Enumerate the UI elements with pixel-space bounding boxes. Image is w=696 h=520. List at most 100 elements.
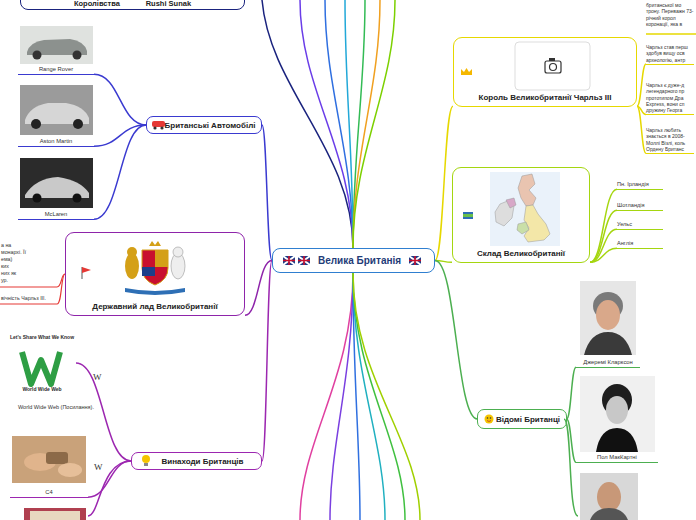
uk-map — [524, 205, 550, 242]
image-placeholder — [550, 64, 557, 71]
smiley-icon — [490, 417, 492, 419]
cut-note: них як — [1, 270, 16, 277]
image-caption: Aston Martin — [18, 83, 94, 147]
branch-line — [300, 0, 353, 248]
branch-connector — [435, 261, 477, 420]
flag-icon — [82, 267, 91, 279]
cut-note: а на — [1, 242, 11, 249]
node-text: World Wide Web — [22, 386, 61, 392]
node-text: Британські Автомобілі — [165, 121, 256, 130]
logo-box: Let's Share What We KnowWorld Wide Web — [8, 334, 76, 392]
car-photo — [20, 158, 93, 208]
node-text: Шотландія — [617, 202, 663, 209]
uk-flag — [298, 256, 310, 265]
flag-icon — [82, 267, 91, 273]
branch-line — [353, 273, 385, 520]
branch-line — [353, 273, 405, 520]
branch-line — [88, 461, 131, 516]
www-logo — [22, 352, 60, 384]
node-text: Винаходи Британців — [161, 457, 243, 466]
image-caption: Джеремі Кларксон — [576, 278, 640, 368]
branch-box: Винаходи Британців — [131, 452, 262, 470]
image-caption: Пол МакКартні — [576, 373, 658, 463]
car-photo — [20, 85, 93, 135]
car-photo — [33, 51, 42, 60]
branch-line — [300, 273, 353, 520]
smiley-icon — [487, 417, 489, 419]
node-text: Чарльз став перш здобув вищу осв археоло… — [646, 44, 694, 63]
node-text: Велика Британія — [318, 255, 401, 266]
link-note: World Wide Web (Посилання). — [18, 404, 94, 411]
portrait-photo — [590, 508, 628, 520]
photo — [24, 508, 86, 520]
flag-icon — [463, 212, 473, 219]
uk-flag — [409, 256, 421, 265]
text-note: Чарльз став перш здобув вищу осв археоло… — [646, 44, 694, 65]
text-note: Шотландія — [617, 202, 663, 211]
portrait-photo — [580, 281, 636, 355]
car-photo — [20, 26, 93, 208]
node-text: Чарльз любить знається в 2008- Моллі Віз… — [646, 127, 694, 152]
smiley-icon — [485, 415, 494, 424]
branch-connector — [590, 248, 617, 262]
c4-photo — [58, 463, 82, 477]
uk-map — [518, 174, 536, 206]
flag-icon — [463, 212, 473, 219]
branch-connector — [435, 106, 453, 260]
portrait-photo — [606, 396, 628, 424]
text-note: Чарльз є дуже-д легендарного пр прототип… — [646, 82, 694, 115]
coat-of-arms — [125, 288, 185, 295]
crown-icon — [461, 68, 472, 75]
branch-line — [0, 274, 65, 304]
coat-of-arms — [155, 250, 168, 267]
branch-line — [353, 273, 420, 520]
branch-line — [325, 0, 353, 248]
node-text: Англія — [617, 240, 663, 247]
branch-line — [330, 273, 353, 520]
node-text: Rushi Sunak — [146, 0, 191, 8]
coat-of-arms — [149, 241, 161, 246]
node-text: Пол МакКартні — [597, 454, 637, 460]
branch-box: Король Великобританії Чарльз III — [453, 37, 637, 107]
node-text: Джеремі Кларксон — [583, 359, 633, 365]
node-text: Aston Martin — [40, 138, 73, 144]
c4-photo — [12, 436, 86, 483]
uk-flag — [283, 256, 421, 265]
branch-connector — [637, 64, 646, 106]
node-text: Range Rover — [39, 66, 73, 72]
node-text: Чарльз є дуже-д легендарного пр прототип… — [646, 82, 694, 113]
cut-note: ема) — [1, 256, 12, 263]
node-text: Let's Share What We Know — [10, 334, 74, 340]
bulb-icon — [144, 463, 148, 466]
branch-line — [262, 0, 353, 248]
branch-connector — [590, 210, 617, 262]
uk-flag — [409, 256, 421, 265]
node-text: Склад Великобританії — [477, 249, 565, 258]
branch-box: Британські Автомобілі — [146, 116, 262, 134]
portrait-photo — [580, 281, 655, 520]
car-photo — [33, 194, 42, 203]
branch-connector — [94, 125, 146, 219]
bulb-icon — [142, 455, 150, 466]
branch-connector — [590, 229, 617, 262]
image-caption: McLaren — [18, 156, 94, 220]
image-placeholder — [515, 42, 590, 90]
branch-box: Державний лад Великобританії — [65, 232, 245, 316]
car-icon — [152, 121, 165, 130]
portrait-photo — [580, 376, 655, 452]
branch-connector — [637, 106, 646, 153]
coat-of-arms — [142, 267, 155, 276]
node-text: Король Великобританії Чарльз III — [479, 93, 612, 102]
node-fill — [272, 248, 435, 273]
uk-map — [490, 172, 560, 246]
text-note: Англія — [617, 240, 663, 249]
uk-flag — [283, 256, 295, 265]
branch-connector — [262, 261, 272, 462]
smiley-icon — [485, 415, 494, 424]
central-topic: Велика Британія — [272, 248, 435, 273]
wiki-mark: W — [93, 372, 102, 383]
cut-note: монархі. Її — [1, 249, 26, 256]
branch-box: Відомі Британці — [477, 409, 566, 429]
